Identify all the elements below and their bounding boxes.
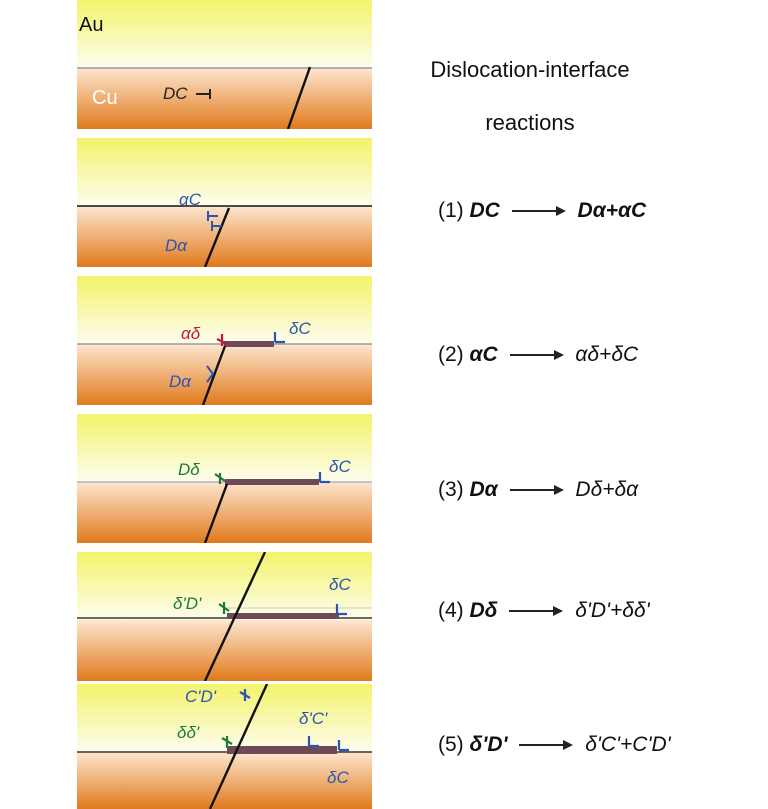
arrow-icon	[519, 740, 574, 751]
interface-dislocation-segment	[224, 341, 274, 347]
dislocation-symbol	[206, 365, 215, 383]
label-dc: δC	[289, 319, 311, 338]
label-da: Dα	[165, 236, 188, 255]
reaction-lhs: Dδ	[469, 599, 498, 622]
label-dc: δC	[329, 457, 351, 476]
reaction-rhs: δ'C'+C'D'	[585, 733, 671, 756]
dislocation-line	[203, 552, 267, 681]
reaction-rhs: αδ+δC	[575, 343, 639, 366]
interface-dislocation-segment	[227, 746, 337, 754]
reaction-number: (5)	[438, 733, 464, 756]
panel-reaction-4: δ'D' δC	[77, 552, 372, 681]
dislocation-symbol	[221, 736, 233, 748]
dislocation-symbol	[307, 736, 319, 748]
label-sdd: δ'D'	[173, 594, 202, 613]
reaction-5: (5) δ'D' δ'C'+C'D'	[438, 733, 671, 757]
panel-reaction-1: αC Dα	[77, 138, 372, 267]
dislocation-symbol	[273, 332, 285, 344]
reaction-lhs: δ'D'	[469, 733, 508, 756]
dislocation-symbol	[218, 602, 230, 614]
label-dd: Dδ	[178, 460, 200, 479]
reaction-number: (4)	[438, 599, 464, 622]
panel-reaction-3: Dδ δC	[77, 414, 372, 543]
dislocation-symbol	[335, 604, 347, 616]
reaction-number: (3)	[438, 478, 464, 501]
dislocation-symbol	[196, 89, 211, 99]
label-dc: δC	[327, 768, 349, 787]
panel-reaction-5: C'D' δδ' δ'C' δC	[77, 684, 372, 809]
material-au-label: Au	[79, 14, 103, 36]
dislocation-line	[286, 66, 312, 129]
dislocation-symbol	[337, 740, 349, 752]
title-line-2: reactions	[485, 110, 575, 135]
label-da: Dα	[169, 372, 192, 391]
interface-dislocation-segment	[227, 613, 339, 619]
label-dc: δC	[329, 575, 351, 594]
reaction-lhs: αC	[469, 343, 498, 366]
reaction-rhs: δ'D'+δδ'	[575, 599, 650, 622]
reaction-rhs: Dα+αC	[577, 199, 647, 222]
label-ss: δδ'	[177, 723, 200, 742]
panel-dc: Au Cu DC	[77, 0, 372, 129]
reaction-lhs: DC	[469, 199, 500, 222]
arrow-icon	[511, 206, 566, 217]
reaction-number: (2)	[438, 343, 464, 366]
reaction-rhs: Dδ+δα	[575, 478, 639, 501]
arrow-icon	[509, 606, 564, 617]
dislocation-symbol	[318, 472, 330, 484]
label-ac: αC	[179, 190, 202, 209]
label-dc: DC	[163, 84, 188, 103]
reaction-4: (4) Dδ δ'D'+δδ'	[438, 599, 650, 623]
dislocation-line	[201, 345, 227, 405]
material-cu-label: Cu	[92, 87, 118, 109]
label-cd: C'D'	[185, 687, 217, 706]
dislocation-line	[203, 207, 231, 267]
dislocation-line	[208, 684, 269, 809]
interface-dislocation-segment	[225, 479, 319, 485]
title-line-1: Dislocation-interface	[430, 57, 630, 82]
dislocation-symbol	[216, 334, 228, 346]
reaction-number: (1)	[438, 199, 464, 222]
reaction-1: (1) DC Dα+αC	[438, 199, 646, 223]
dislocation-symbol	[239, 689, 251, 701]
label-sc: δ'C'	[299, 709, 328, 728]
label-ad: αδ	[181, 324, 201, 343]
panel-reaction-2: αδ δC Dα	[77, 276, 372, 405]
arrow-icon	[509, 350, 564, 361]
dislocation-line	[203, 483, 229, 543]
reaction-2: (2) αC αδ+δC	[438, 343, 638, 367]
reaction-3: (3) Dα Dδ+δα	[438, 478, 638, 502]
reaction-lhs: Dα	[469, 478, 498, 501]
arrow-icon	[509, 485, 564, 496]
dislocation-symbol	[214, 473, 226, 484]
dislocation-symbol	[207, 211, 222, 231]
